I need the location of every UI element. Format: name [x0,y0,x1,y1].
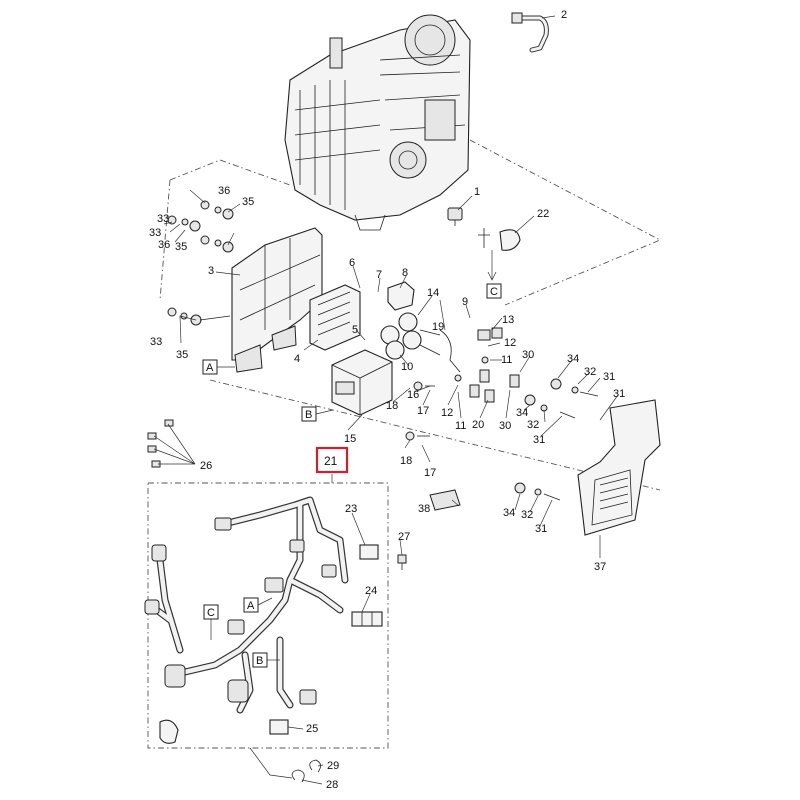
part-22-cap [478,228,521,251]
part-25-part [269,719,289,735]
callout-20: 20 [472,419,484,431]
callout-30b: 30 [499,420,511,432]
callout-35b: 35 [175,241,187,253]
callout-23: 23 [345,503,357,515]
callout-33c: 33 [150,336,162,348]
callout-31c: 31 [533,434,545,446]
callout-8: 8 [402,267,408,279]
callout-5: 5 [352,324,358,336]
part-1-sensor [447,207,463,226]
callout-3: 3 [208,265,214,277]
part-37-cover [577,399,661,536]
callout-14: 14 [427,287,439,299]
reference-boxes: C A B C A B [202,283,502,668]
callout-36b: 36 [158,239,170,251]
part-26-screws [147,419,174,468]
callout-19: 19 [432,321,444,333]
callout-25: 25 [306,723,318,735]
callout-35c: 35 [176,349,188,361]
callout-4: 4 [294,353,300,365]
ref-a-2: A [247,600,255,612]
callout-13: 13 [502,314,514,326]
engine-block [284,14,471,231]
part-21-harness [144,496,349,744]
callout-31d: 31 [535,523,547,535]
harness-box [147,482,389,749]
callout-11a: 11 [501,354,512,366]
callout-34b: 34 [516,407,528,419]
callout-28: 28 [326,779,338,791]
callout-21: 21 [324,454,338,468]
leader-lines [153,15,619,785]
callout-27: 27 [398,531,410,543]
callout-21-highlight: 21 [315,446,349,474]
callout-1: 1 [474,186,480,198]
callout-37: 37 [594,561,606,573]
part-4-rectifier [309,284,361,351]
callout-9: 9 [462,296,468,308]
callout-17b: 17 [424,467,436,479]
callout-15: 15 [344,433,356,445]
part-14-coils [380,312,441,360]
callout-11b: 11 [455,420,466,432]
part-23-relay [359,544,379,560]
fasteners-right [405,327,599,501]
part-8-relay [387,281,415,311]
callout-38: 38 [418,503,430,515]
ref-a-1: A [206,362,214,374]
callout-33b: 33 [157,213,169,225]
callout-34c: 34 [503,507,515,519]
callout-32a: 32 [584,366,596,378]
ref-b-1: B [305,409,312,421]
part-28-clip [291,769,305,783]
callout-32b: 32 [527,419,539,431]
callout-26: 26 [200,460,212,472]
callout-2: 2 [561,9,567,21]
callout-24: 24 [365,585,377,597]
part-3-bracket [231,227,323,373]
callout-31b: 31 [613,388,625,400]
part-19-wire [439,329,461,373]
callout-34a: 34 [567,353,579,365]
callout-6: 6 [349,257,355,269]
callout-33a: 33 [149,227,161,239]
callout-17a: 17 [417,405,429,417]
part-29-clip [309,759,321,773]
callout-18b: 18 [400,455,412,467]
callout-12a: 12 [504,337,516,349]
ref-c-2: C [207,607,215,619]
part-2-pipe [511,12,549,53]
callout-18a: 18 [386,400,398,412]
callout-36a: 36 [218,185,230,197]
callout-labels: 2 1 22 3 4 6 7 8 9 13 14 5 19 12 11 30 1… [149,9,625,791]
ref-c-1: C [490,286,498,298]
fasteners-left [167,200,234,326]
part-27-screw [397,554,407,570]
callout-7: 7 [376,269,382,281]
callout-22: 22 [537,208,549,220]
callout-35a: 35 [242,196,254,208]
part-15-ecu [331,349,393,416]
callout-16: 16 [407,389,419,401]
callout-32c: 32 [521,509,533,521]
part-24-connector [351,611,383,627]
callout-30a: 30 [522,349,534,361]
part-38-label [429,489,461,511]
ref-b-2: B [256,655,263,667]
callout-29: 29 [327,760,339,772]
callout-10: 10 [401,361,413,373]
callout-12b: 12 [441,407,453,419]
callout-31a: 31 [603,371,615,383]
